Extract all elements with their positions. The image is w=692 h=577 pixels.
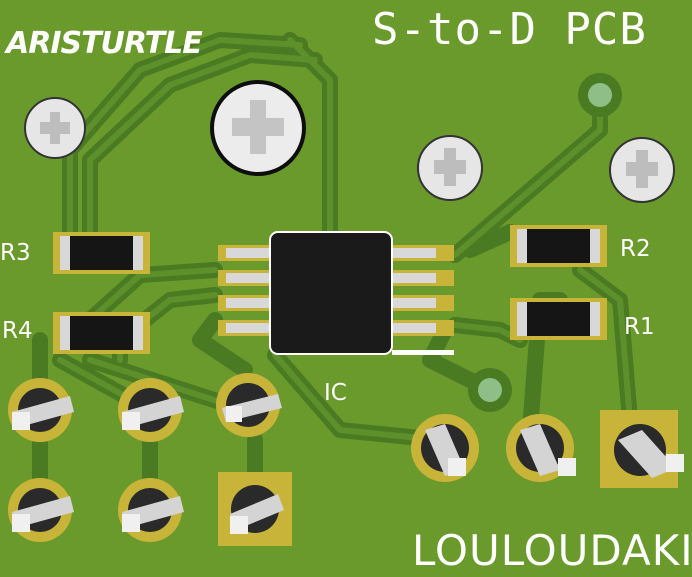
header-pad-8: [506, 414, 576, 482]
mounting-screw-icon: [210, 80, 306, 176]
resistor-r4: [53, 312, 150, 354]
header-pad-1: [8, 378, 74, 442]
header-pad-3: [216, 373, 282, 437]
designator-r1: R1: [624, 314, 655, 340]
header-pad-7: [411, 414, 479, 482]
header-pad-5: [118, 478, 184, 542]
designator-r2: R2: [620, 236, 651, 262]
via-icon: [578, 73, 622, 117]
header-pad-2: [118, 378, 184, 442]
designator-r4: R4: [2, 318, 33, 344]
mounting-screw-icon: [609, 137, 675, 203]
mounting-screw-icon: [24, 97, 86, 159]
ic-pins-right: [386, 245, 454, 336]
resistor-r1: [510, 298, 607, 340]
header-pad-9-square: [600, 410, 684, 488]
ic-chip-body: [269, 231, 393, 355]
brand-logo-text: ARISTURTLE: [6, 26, 203, 61]
via-icon: [468, 368, 512, 412]
designator-ic: IC: [324, 380, 347, 406]
header-pad-4: [8, 478, 74, 542]
resistor-r2: [510, 225, 607, 267]
resistor-r3: [53, 232, 150, 274]
ic-pin1-marker: [392, 350, 454, 355]
board-title: S-to-D PCB: [372, 4, 647, 55]
mounting-screw-icon: [417, 135, 483, 201]
designator-r3: R3: [0, 240, 31, 266]
author-label: LOULOUDAKIS: [412, 526, 692, 575]
ic-pins-left: [218, 245, 276, 336]
header-pad-6-square: [218, 472, 292, 546]
